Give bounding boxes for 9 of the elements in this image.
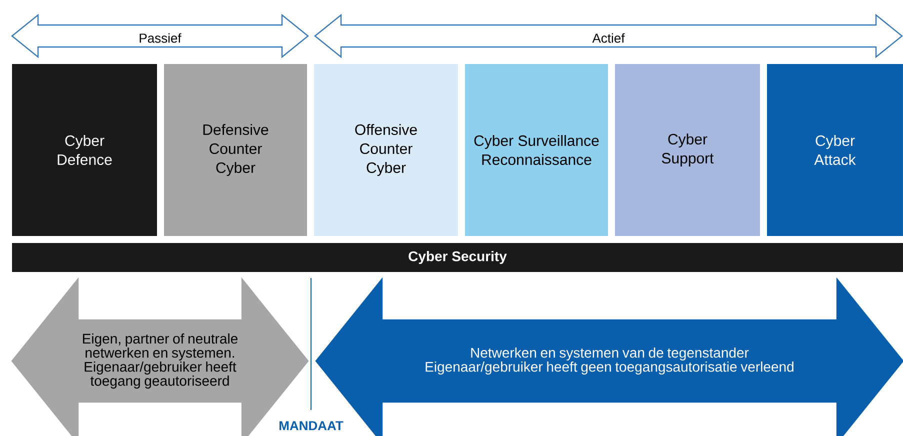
category-box: Cyber Defence <box>12 64 157 236</box>
category-box: Cyber Surveillance Reconnaissance <box>465 64 608 236</box>
category-box: Cyber Support <box>615 64 760 236</box>
banner-bar: Cyber Security <box>12 243 903 272</box>
category-box: Offensive Counter Cyber <box>314 64 458 236</box>
span-banner: Passief <box>11 14 309 58</box>
category-box: Defensive Counter Cyber <box>164 64 307 236</box>
category-box: Cyber Attack <box>767 64 903 236</box>
span-banner: Actief <box>314 14 903 58</box>
